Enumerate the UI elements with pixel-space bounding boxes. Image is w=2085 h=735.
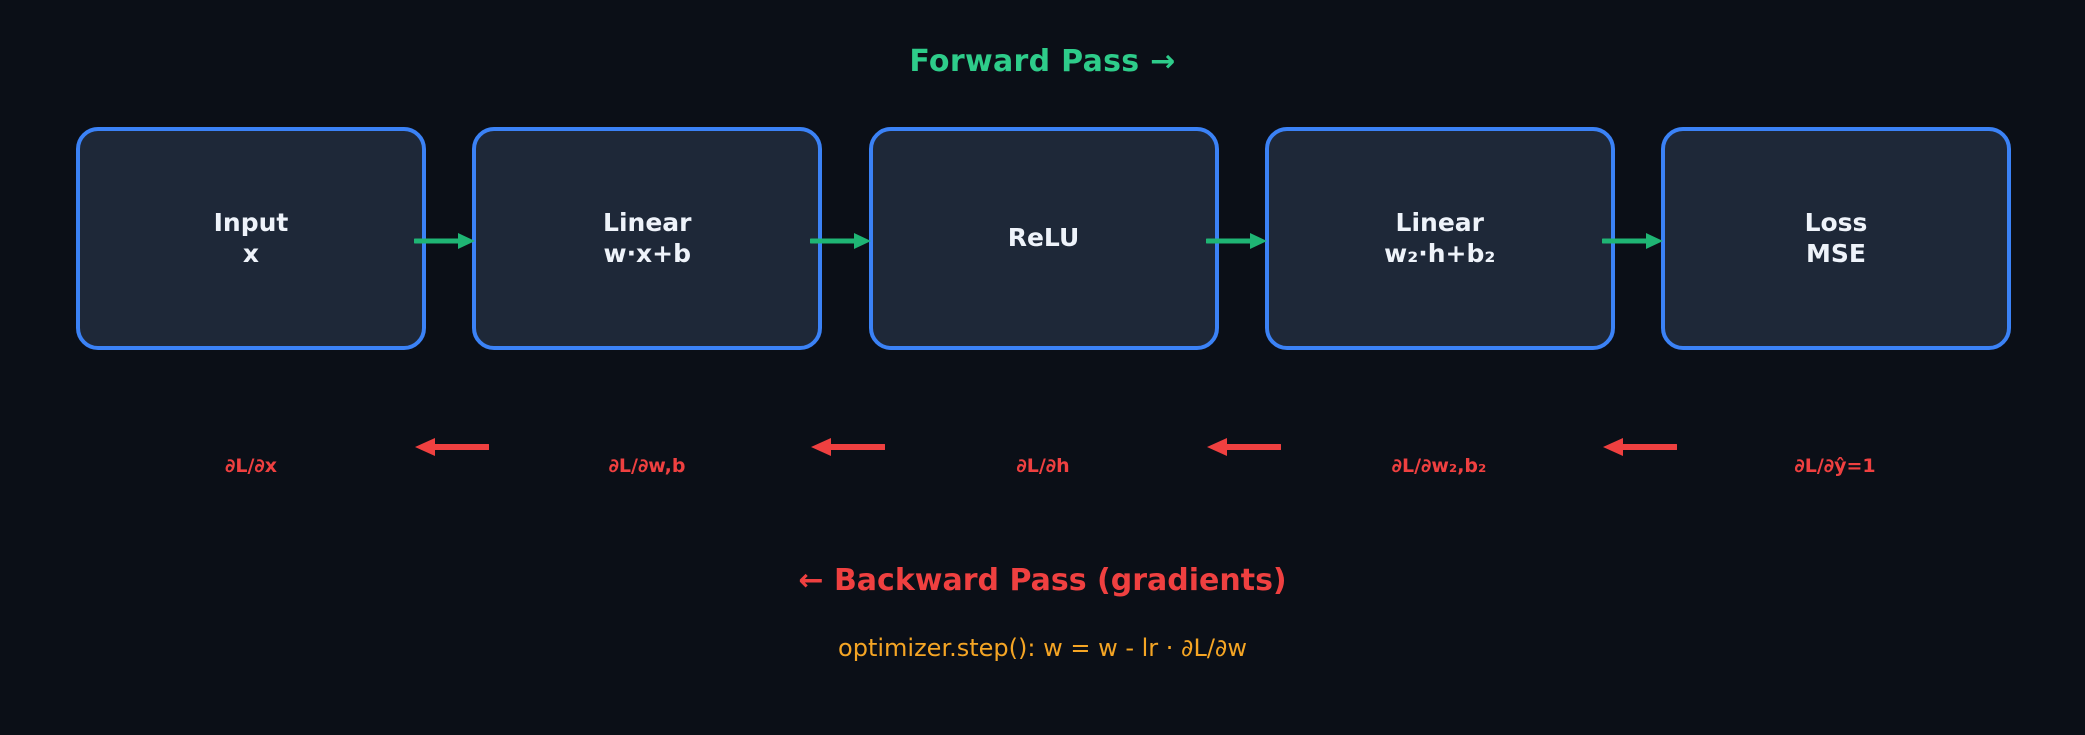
node-title: ReLU (1007, 223, 1080, 253)
backward-pass-title: ← Backward Pass (gradients) (798, 563, 1287, 598)
node-title: Linear (603, 208, 692, 237)
node-box-linear-2: Linear w₂·h+b₂ (1264, 127, 1615, 350)
backward-arrow-1 (414, 435, 489, 459)
node-subtitle: MSE (1806, 238, 1866, 268)
backward-arrow-4 (1602, 435, 1677, 459)
forward-arrow-4 (1602, 230, 1664, 252)
arrow-right-icon (1602, 233, 1663, 249)
node-subtitle: x (242, 238, 260, 268)
optimizer-step-note: optimizer.step(): w = w - lr · ∂L/∂w (838, 634, 1247, 662)
gradient-label-w2-b2: ∂L/∂w₂,b₂ (1391, 455, 1487, 477)
arrow-left-icon (1207, 438, 1281, 456)
node-box-loss: Loss MSE (1661, 127, 2011, 350)
node-box-input: Input x (76, 127, 426, 350)
arrow-right-icon (810, 233, 871, 249)
forward-arrow-3 (1206, 230, 1268, 252)
forward-arrow-1 (414, 230, 476, 252)
arrow-left-icon (1603, 438, 1677, 456)
gradient-label-x: ∂L/∂x (225, 455, 277, 477)
arrow-left-icon (811, 438, 885, 456)
node-title: Linear (1395, 208, 1484, 237)
node-subtitle: w₂·h+b₂ (1384, 238, 1496, 268)
arrow-left-icon (415, 438, 489, 456)
backward-arrow-3 (1206, 435, 1281, 459)
node-title: Input (213, 208, 289, 237)
node-box-relu: ReLU (868, 127, 1219, 350)
forward-pass-title: Forward Pass → (909, 44, 1176, 79)
gradient-label-yhat: ∂L/∂ŷ=1 (1794, 455, 1876, 477)
node-subtitle: w·x+b (603, 238, 692, 268)
gradient-label-w-b: ∂L/∂w,b (608, 455, 686, 477)
forward-arrow-2 (810, 230, 872, 252)
gradient-label-h: ∂L/∂h (1016, 455, 1070, 477)
node-box-linear-1: Linear w·x+b (472, 127, 823, 350)
node-title: Loss (1804, 208, 1868, 237)
backward-arrow-2 (810, 435, 885, 459)
arrow-right-icon (414, 233, 475, 249)
arrow-right-icon (1206, 233, 1267, 249)
node-row: Input x Linear w·x+b ReLU Linear w₂·h+b₂… (76, 127, 2011, 350)
